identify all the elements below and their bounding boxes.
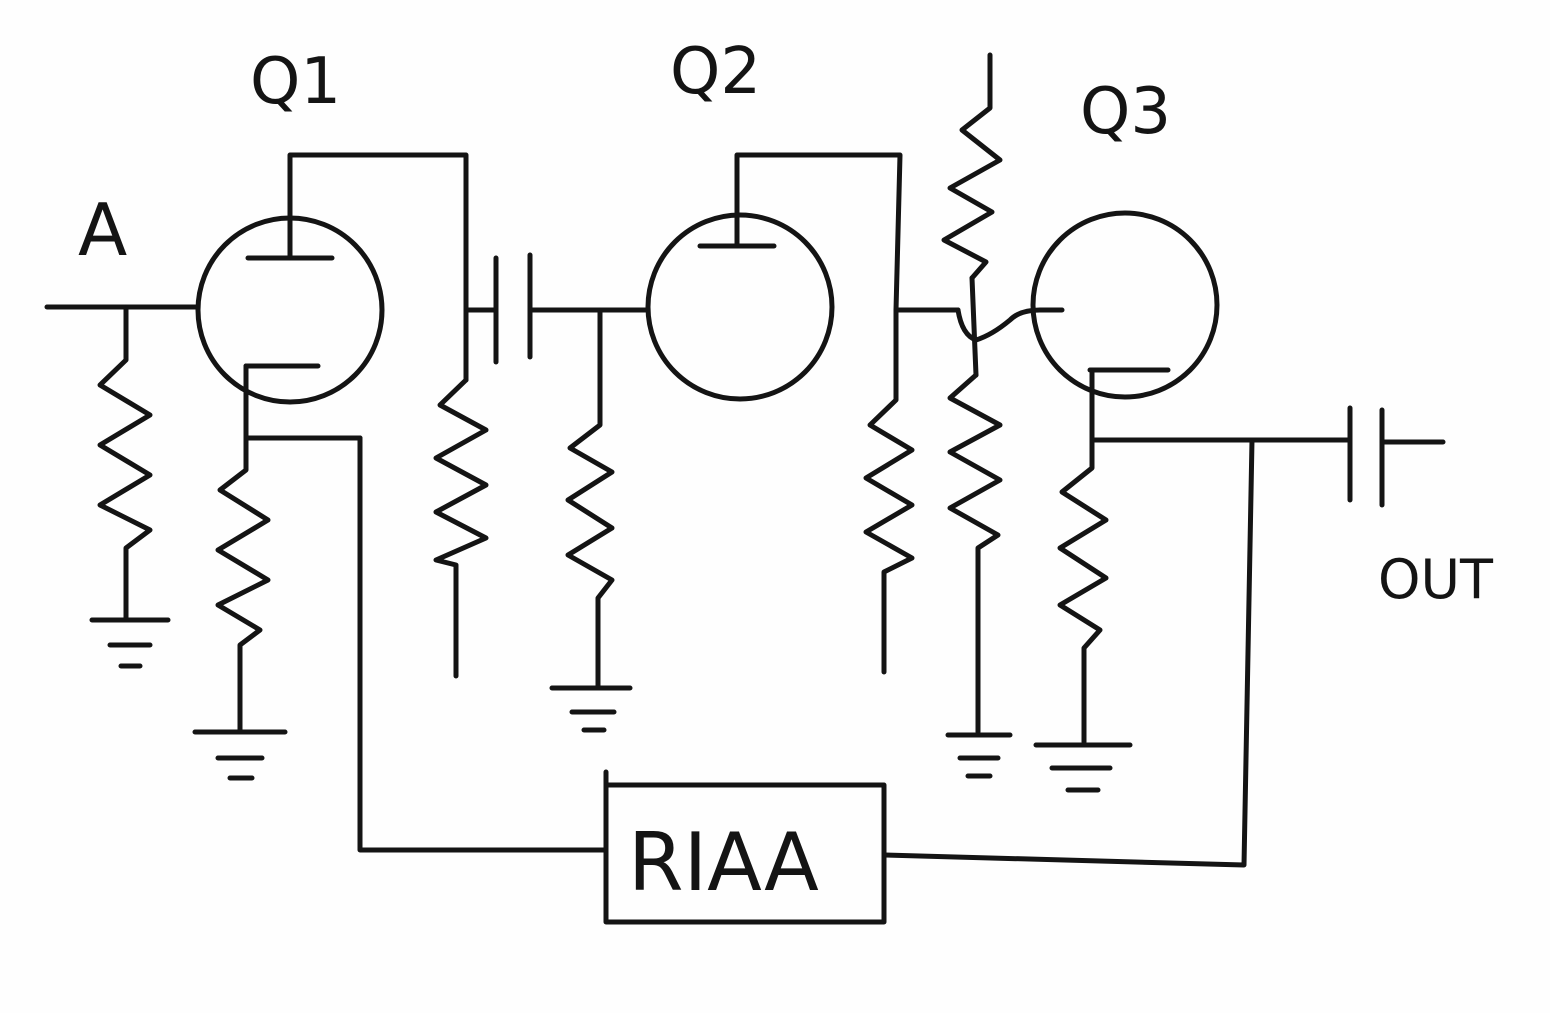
bias-upper-resistor bbox=[941, 52, 1003, 281]
q1-label: Q1 bbox=[250, 45, 341, 119]
ground-symbol bbox=[549, 685, 633, 733]
q2-plate-wire bbox=[734, 152, 961, 313]
riaa-label: RIAA bbox=[628, 816, 819, 909]
ground-symbol bbox=[192, 729, 288, 781]
tube-q3-envelope bbox=[1030, 210, 1220, 400]
q1-plate-wire bbox=[287, 152, 469, 383]
input-grid-resistor bbox=[97, 304, 153, 623]
q1-cathode-resistor bbox=[215, 435, 271, 733]
input-label: A bbox=[78, 188, 127, 272]
tube-q2 bbox=[645, 212, 835, 402]
ground-symbol bbox=[945, 732, 1013, 779]
q2-plate-resistor bbox=[863, 307, 915, 675]
q2-label: Q2 bbox=[670, 35, 761, 109]
q1-plate-resistor bbox=[433, 377, 489, 679]
riaa-feedback-wire bbox=[357, 435, 1255, 868]
ground-symbol bbox=[1033, 742, 1133, 793]
tube-q2-envelope bbox=[645, 212, 835, 402]
output-capacitor bbox=[1332, 405, 1446, 508]
q3-label: Q3 bbox=[1080, 75, 1171, 149]
q3-cathode-wire bbox=[1089, 367, 1338, 443]
q3-cathode-resistor bbox=[1057, 437, 1109, 745]
bias-divider-wire bbox=[955, 275, 1065, 378]
ground-symbol bbox=[89, 617, 171, 669]
output-label: OUT bbox=[1378, 548, 1494, 611]
tube-q3 bbox=[1030, 210, 1220, 400]
riaa-network-box bbox=[603, 769, 887, 925]
coupling-capacitor bbox=[463, 252, 651, 365]
q2-grid-resistor bbox=[565, 307, 615, 691]
bias-lower-resistor bbox=[947, 372, 1003, 735]
